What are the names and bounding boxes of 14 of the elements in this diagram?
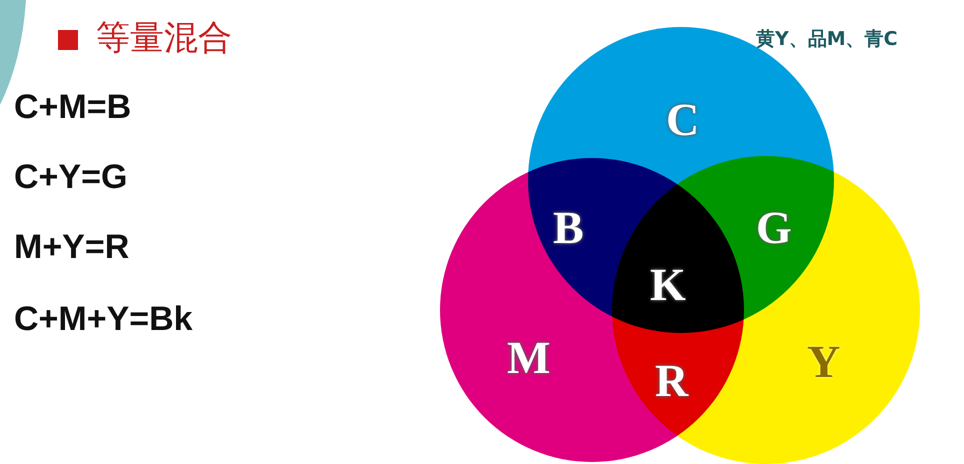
mixing-equation: C+M=B	[14, 90, 132, 124]
circle-letter: C	[666, 97, 700, 143]
color-circle	[612, 156, 920, 464]
region-letter: G	[756, 205, 792, 251]
color-key-note: 黄Y、品M、青C	[756, 27, 898, 52]
region-letter: B	[553, 205, 584, 251]
circle-letter: M	[507, 335, 550, 381]
mixing-equation: C+M+Y=Bk	[14, 302, 193, 336]
mixing-equation: M+Y=R	[14, 230, 130, 264]
circle-letter: Y	[807, 339, 840, 385]
region-letter: K	[650, 262, 686, 308]
mixing-equation: C+Y=G	[14, 160, 128, 194]
region-letter: R	[655, 358, 688, 404]
title: 等量混合	[96, 20, 232, 58]
